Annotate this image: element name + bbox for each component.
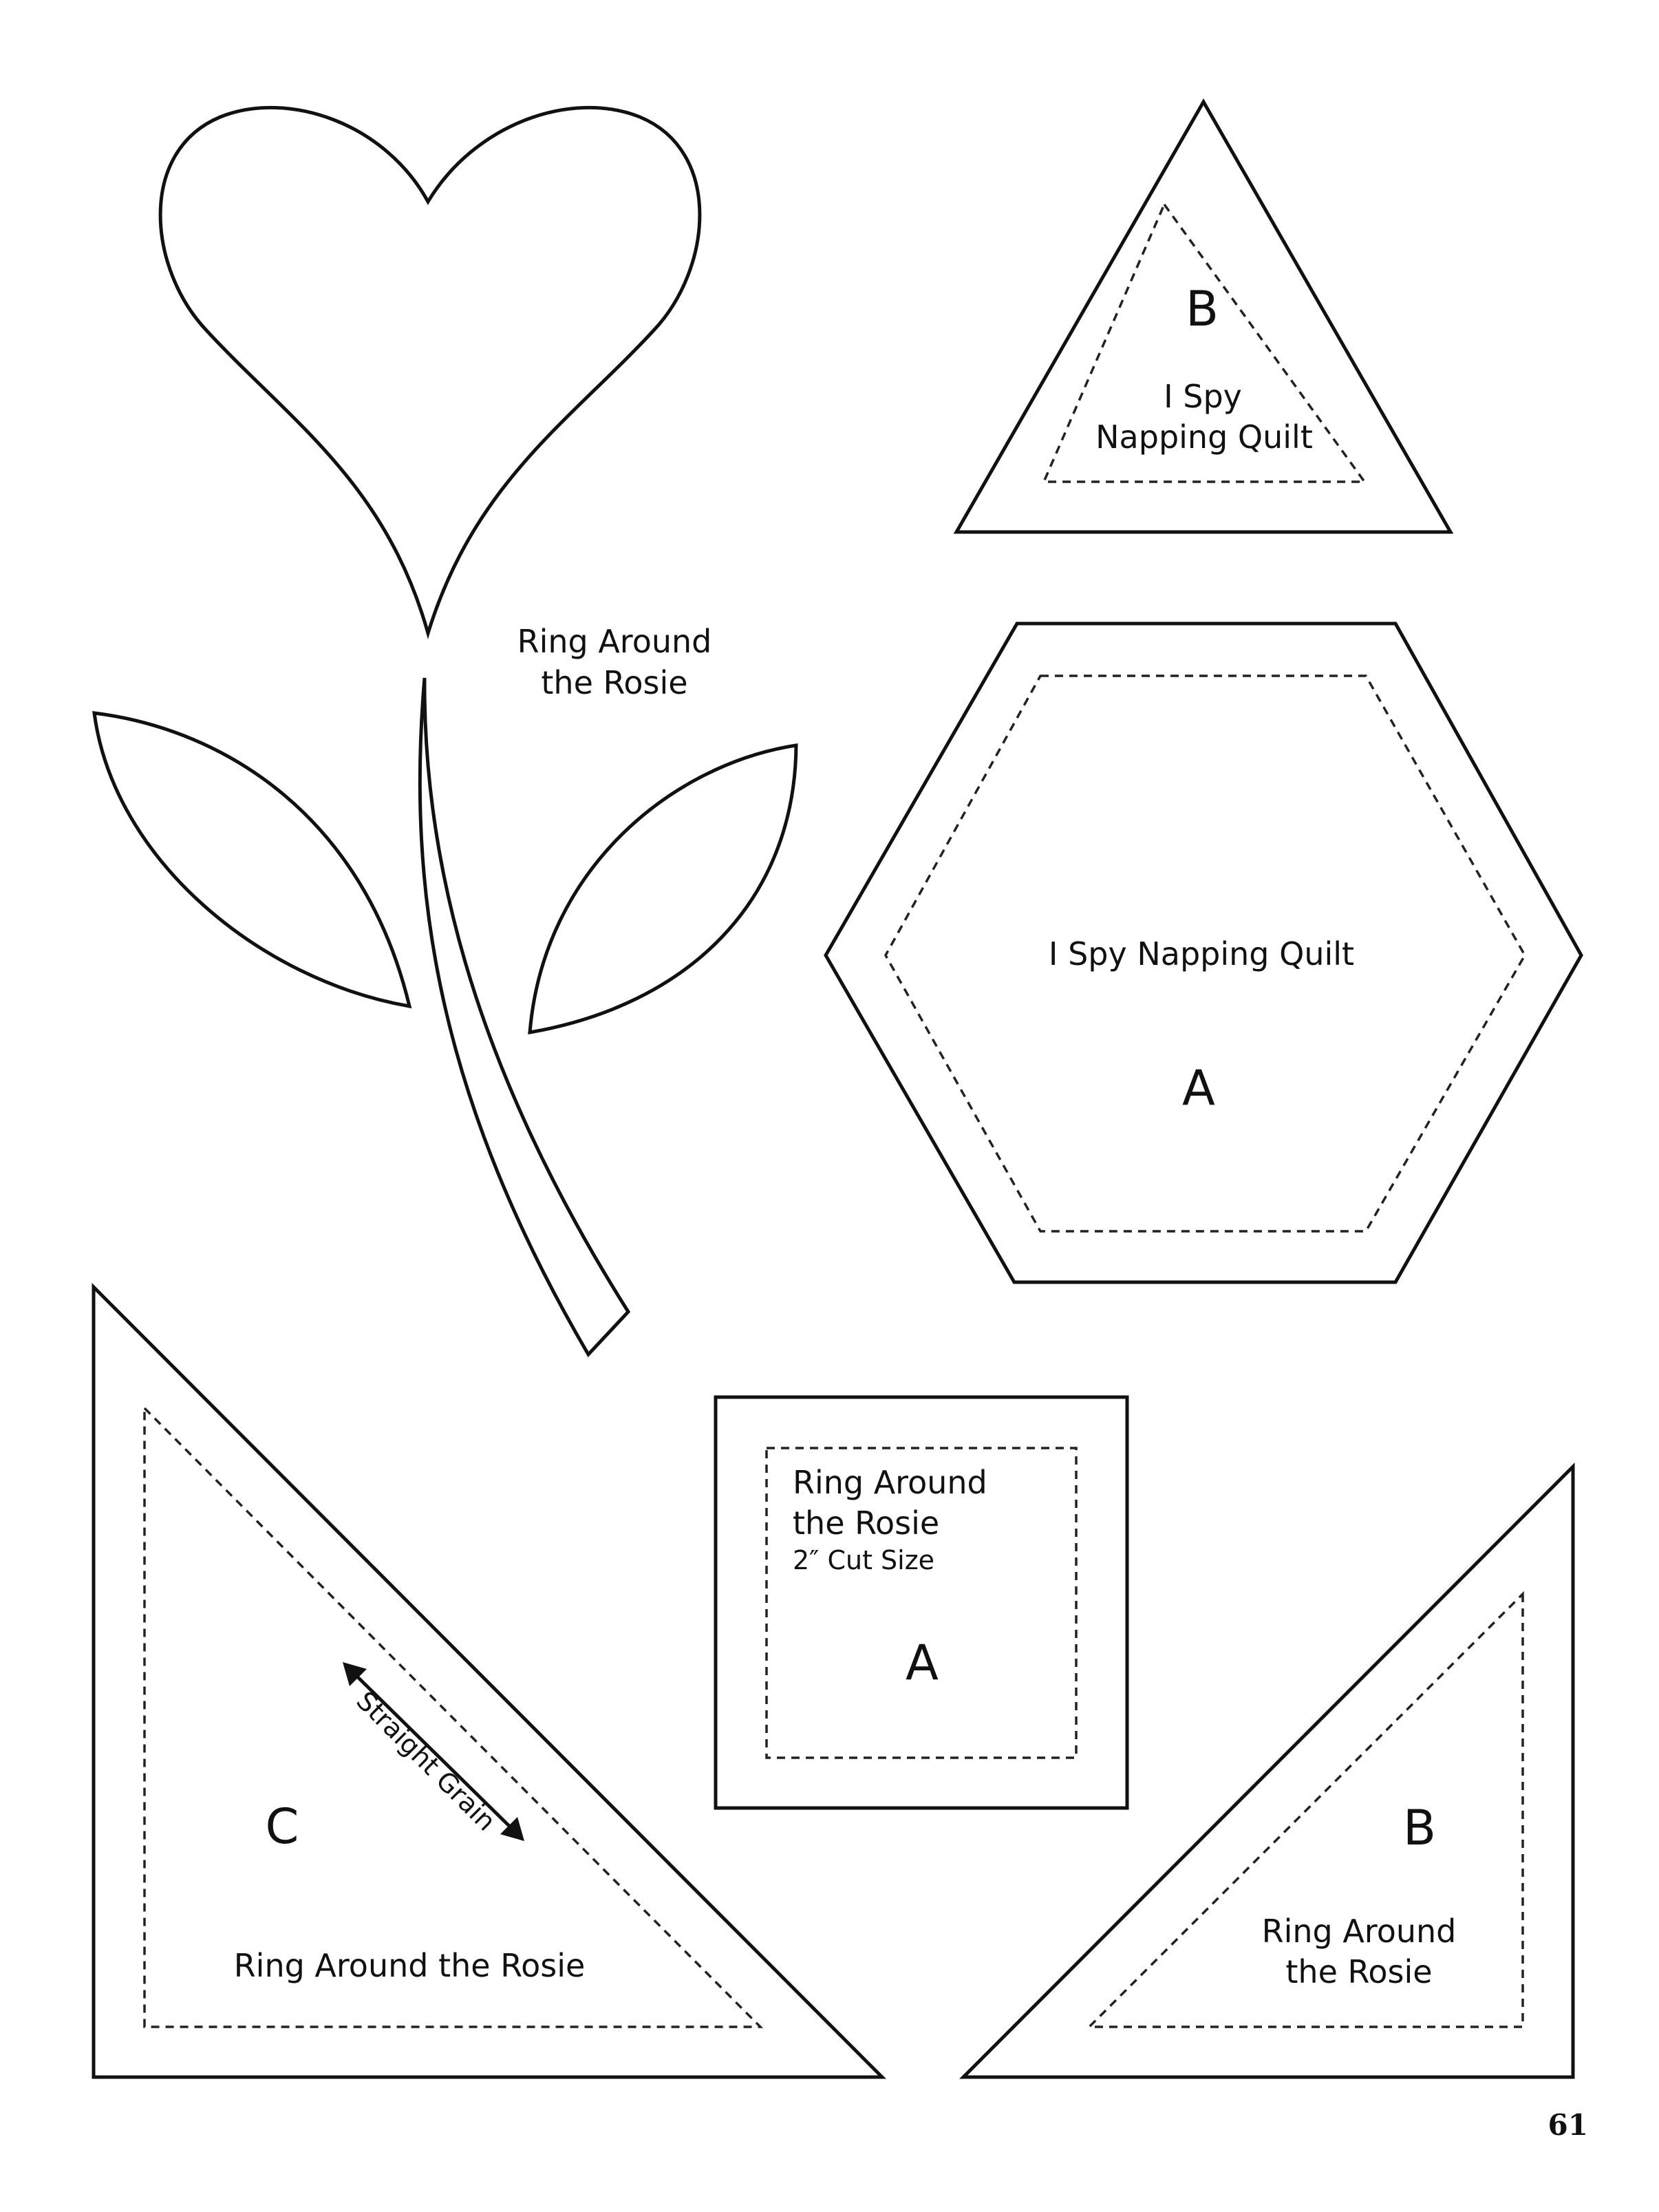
- hexagon-a-title: I Spy Napping Quilt: [1049, 935, 1354, 972]
- square-a-label-line1: Ring Around: [793, 1464, 987, 1501]
- triangle-c-seam: [143, 1405, 764, 2028]
- flower-label-line2: the Rosie: [541, 664, 687, 701]
- triangle-br-letter: B: [1403, 1800, 1436, 1856]
- square-a-label-line2: the Rosie: [793, 1504, 939, 1542]
- left-leaf-shape: [92, 711, 412, 1009]
- square-a-cut-size: 2″ Cut Size: [793, 1545, 934, 1575]
- triangle-br-seam: [1086, 1591, 1524, 2028]
- triangle-br-outer: [959, 1462, 1575, 2079]
- square-a-letter: A: [906, 1635, 939, 1691]
- hexagon-a-outer: [824, 621, 1583, 1284]
- straight-grain-arrow: [343, 1662, 524, 1841]
- flower-label-line1: Ring Around: [517, 623, 712, 660]
- triangle-c-letter: C: [266, 1798, 299, 1855]
- straight-grain-label: Straight Grain: [350, 1685, 502, 1837]
- triangle-b-label-line1: I Spy: [1164, 378, 1242, 415]
- triangle-c-outer: [92, 1282, 887, 2079]
- stem-shape: [418, 677, 631, 1358]
- triangle-br-label-line2: the Rosie: [1285, 1953, 1432, 1990]
- page-number: 61: [1548, 2108, 1588, 2142]
- triangle-b-label-line2: Napping Quilt: [1095, 418, 1313, 456]
- heart-shape: [158, 105, 702, 639]
- triangle-b-letter: B: [1186, 281, 1219, 337]
- square-a-outer: [714, 1395, 1129, 1810]
- right-leaf-shape: [528, 743, 798, 1035]
- square-a-seam: [765, 1447, 1078, 1759]
- triangle-b-outer: [953, 98, 1454, 534]
- triangle-c-caption: Ring Around the Rosie: [234, 1947, 586, 1984]
- hexagon-a-letter: A: [1182, 1060, 1215, 1116]
- triangle-br-label-line1: Ring Around: [1262, 1913, 1457, 1950]
- hexagon-a-seam: [884, 674, 1527, 1233]
- triangle-b-seam: [1042, 202, 1367, 483]
